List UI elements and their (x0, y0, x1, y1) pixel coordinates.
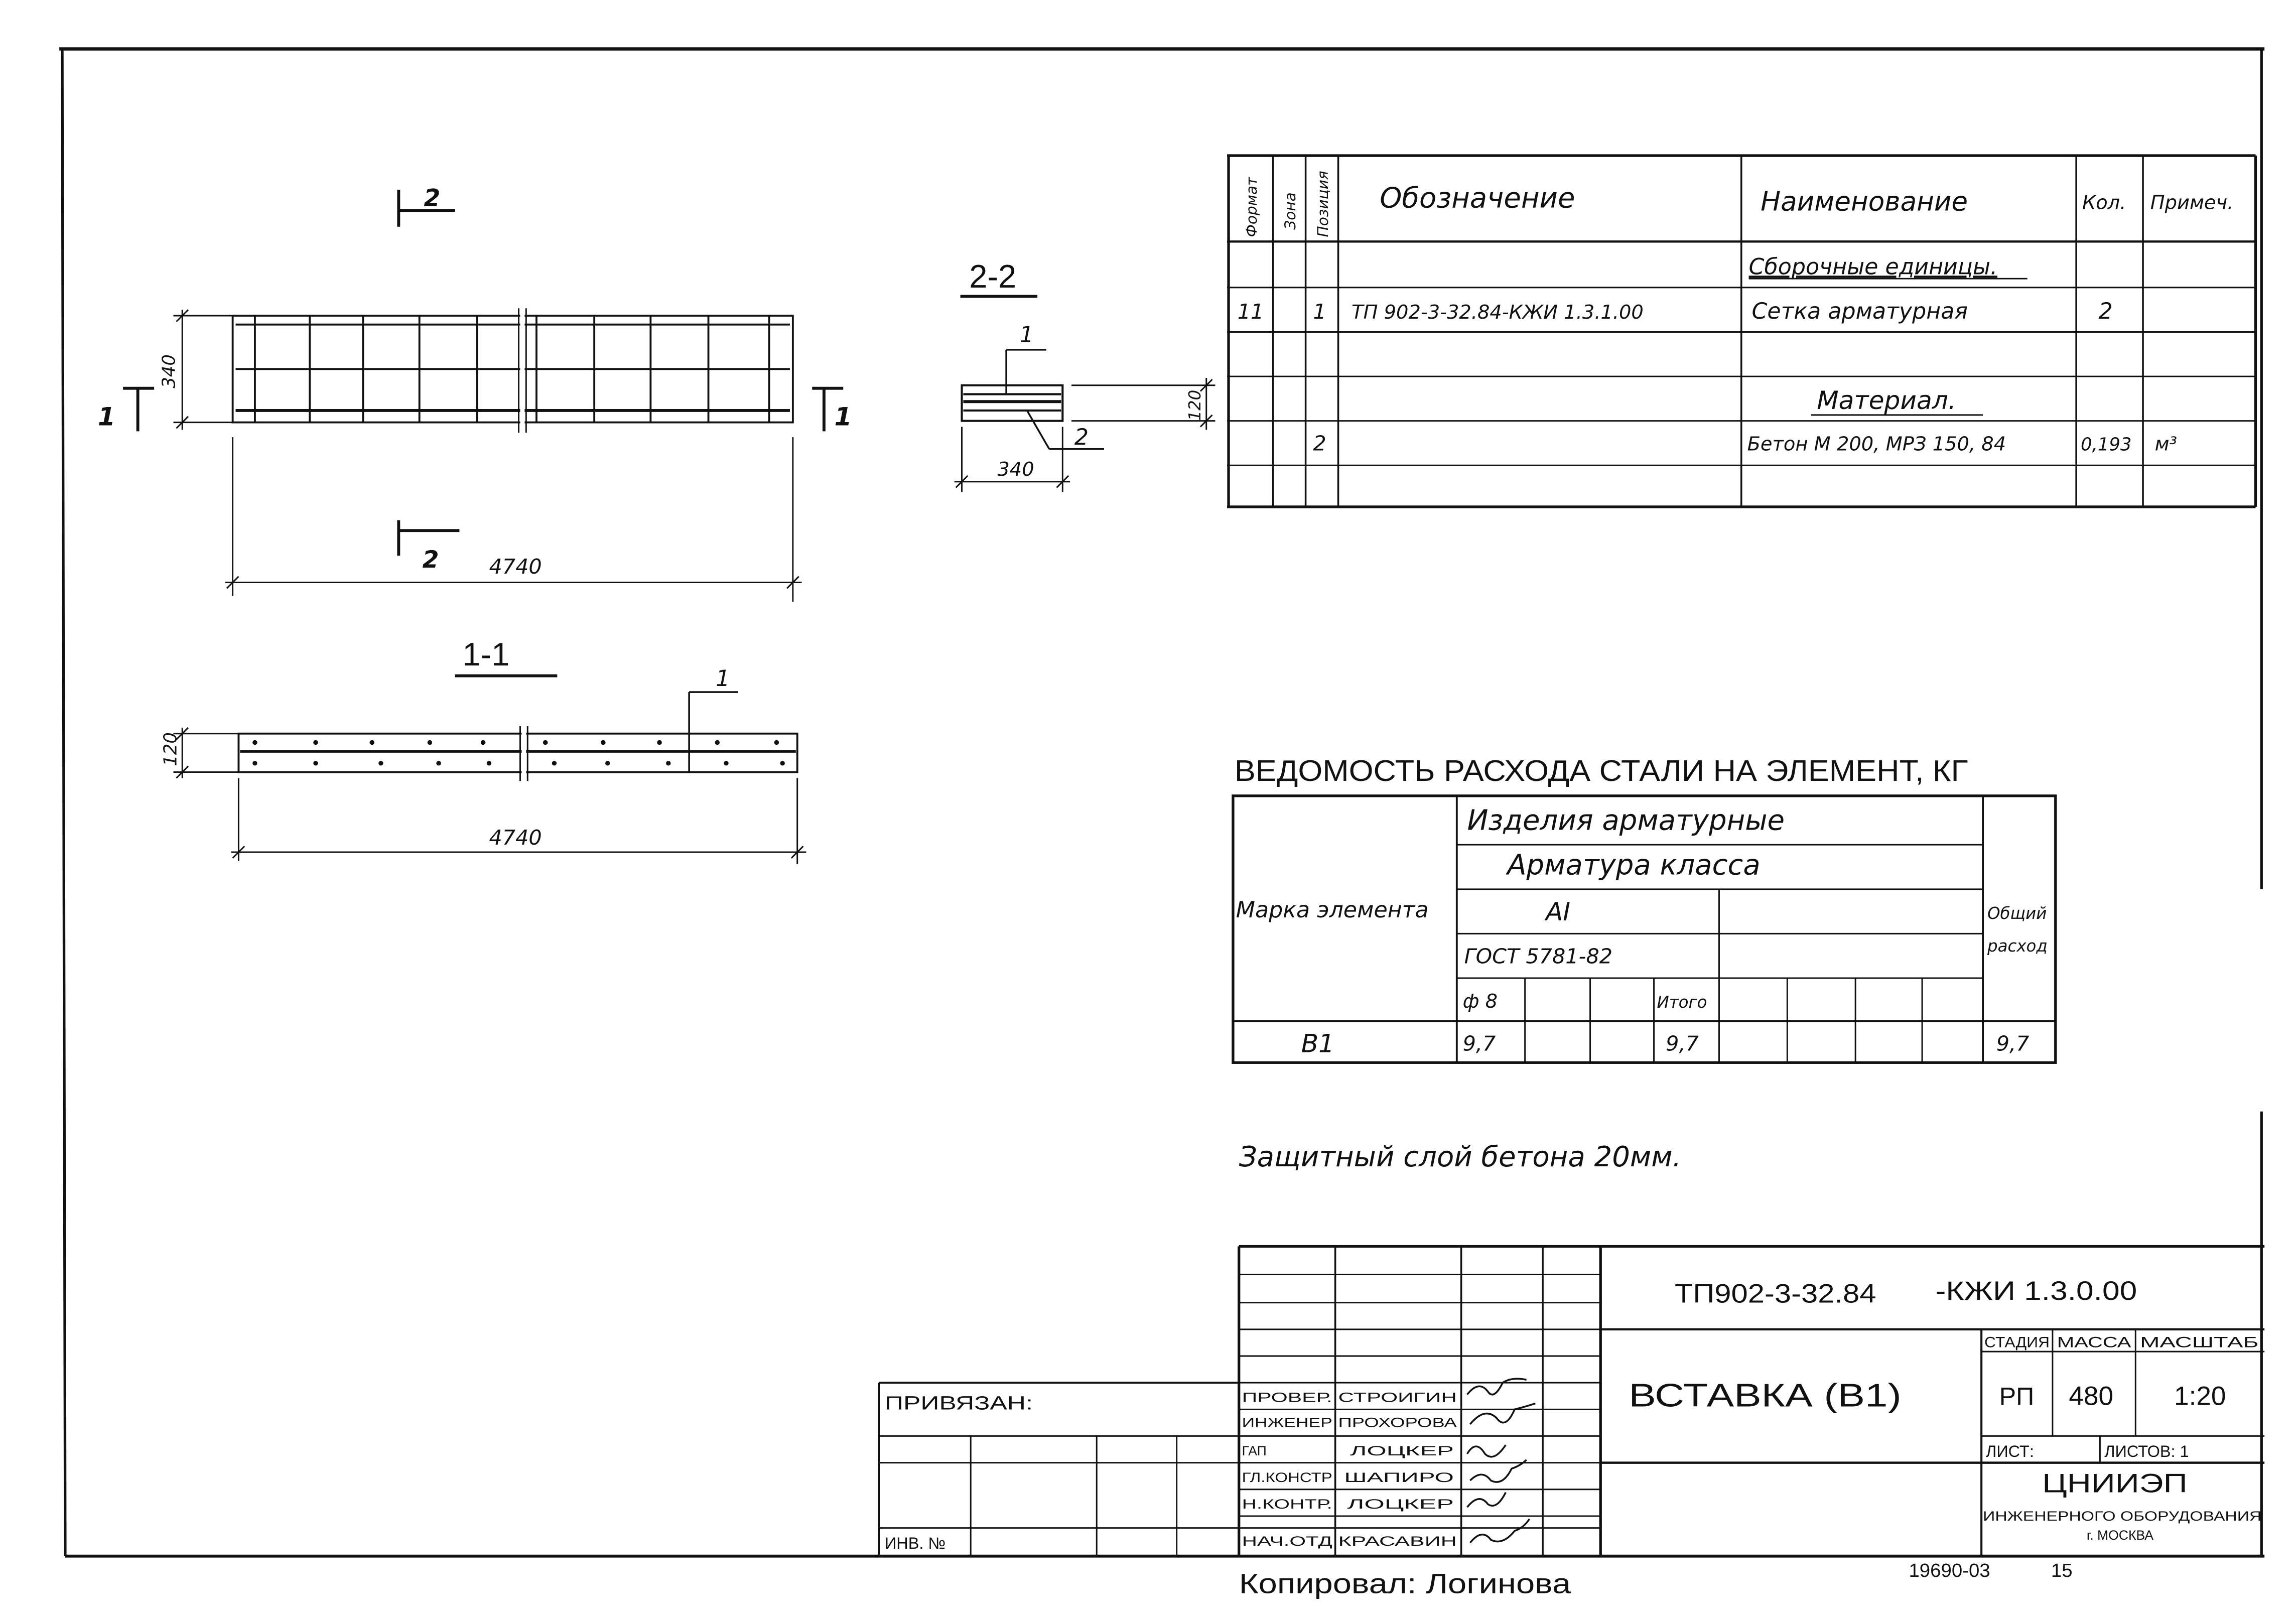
signatures (1466, 1378, 1536, 1544)
spec-row1-name: Сетка арматурная (1751, 299, 1968, 324)
sheet-label: ЛИСТ: (1986, 1442, 2034, 1460)
spec-header-qty: Кол. (2082, 191, 2126, 214)
spec-header-note: Примеч. (2150, 191, 2234, 214)
plan-length-dimension: 4740 (489, 555, 542, 579)
steel-consumption: ВЕДОМОСТЬ РАСХОДА СТАЛИ НА ЭЛЕМЕНТ, КГ М… (1232, 754, 2057, 1064)
section-1-1-length: 4740 (489, 826, 542, 850)
privyazan-label: ПРИВЯЗАН: (885, 1392, 1033, 1414)
spec-row1-designation: ТП 902-3-32.84-КЖИ 1.3.1.00 (1352, 301, 1644, 324)
inv-label: ИНВ. № (885, 1534, 946, 1552)
person-5: ЛОЦКЕР (1347, 1497, 1454, 1512)
mass-value: 480 (2069, 1381, 2113, 1411)
role-gap: ГАП (1242, 1443, 1267, 1458)
steel-sub-phi: ф 8 (1463, 990, 1498, 1013)
spec-row1-format: 11 (1238, 300, 1264, 324)
spec-row2-qty: 0,193 (2081, 435, 2131, 455)
steel-header-gost: ГОСТ 5781-82 (1464, 944, 1612, 968)
archive-number: 19690-03 (1909, 1560, 1990, 1581)
spec-header-zone: Зона (1282, 192, 1299, 229)
section-mark-top: 2 (424, 184, 441, 212)
steel-row-phi: 9,7 (1463, 1032, 1496, 1056)
role-chief-designer: ГЛ.КОНСТР (1242, 1470, 1332, 1485)
spec-header-format: Формат (1243, 177, 1260, 237)
stage-value: РП (1999, 1382, 2035, 1410)
drawing-title: ВСТАВКА (В1) (1629, 1377, 1901, 1413)
steel-header-ai: АI (1544, 897, 1570, 926)
person-2: ПРОХОРОВА (1338, 1415, 1457, 1430)
spec-section-assembly: Сборочные единицы. (1749, 254, 1997, 280)
spec-header-position: Позиция (1314, 171, 1331, 237)
section-1-1-height: 120 (160, 732, 181, 766)
role-checker: ПРОВЕР. (1242, 1390, 1332, 1405)
spec-row1-qty: 2 (2098, 299, 2112, 324)
scale-label: МАСШТАБ (2140, 1334, 2258, 1351)
section-2-2-leader-1: 1 (1020, 322, 1034, 348)
role-engineer: ИНЖЕНЕР (1242, 1415, 1332, 1430)
steel-sub-total: Итого (1657, 993, 1707, 1012)
steel-row-total: 9,7 (1666, 1032, 1699, 1056)
section-2-2-height: 120 (1185, 390, 1204, 421)
steel-row-mark: В1 (1301, 1029, 1334, 1058)
section-mark-left: 1 (98, 402, 115, 432)
org-subtitle: ИНЖЕНЕРНОГО ОБОРУДОВАНИЯ (1983, 1509, 2261, 1524)
steel-table-title: ВЕДОМОСТЬ РАСХОДА СТАЛИ НА ЭЛЕМЕНТ, КГ (1235, 754, 1968, 787)
section-2-2: 2-2 1 2 120 (954, 258, 1215, 492)
spec-header-name: Наименование (1761, 186, 1968, 217)
person-3: ЛОЦКЕР (1350, 1443, 1454, 1458)
title-block: ТП902-3-32.84 -КЖИ 1.3.0.00 ВСТАВКА (В1)… (878, 1245, 2265, 1556)
concrete-cover-note: Защитный слой бетона 20мм. (1239, 1141, 1682, 1173)
section-1-1-leader: 1 (716, 666, 730, 692)
sheets-label: ЛИСТОВ: 1 (2104, 1442, 2189, 1460)
page-number: 15 (2051, 1560, 2073, 1581)
copied-by: Копировал: Логинова (1239, 1567, 1571, 1599)
section-2-2-width: 340 (997, 458, 1034, 481)
drawing-code-suffix: -КЖИ 1.3.0.00 (1936, 1276, 2137, 1306)
org-city: г. МОСКВА (2087, 1528, 2153, 1543)
section-2-2-leader-2: 2 (1074, 425, 1089, 450)
person-4: ШАПИРО (1344, 1470, 1454, 1485)
spec-row2-position: 2 (1313, 432, 1326, 456)
steel-header-class: Арматура класса (1506, 849, 1761, 881)
stage-label: СТАДИЯ (1984, 1334, 2050, 1351)
person-1: СТРОИГИН (1338, 1390, 1457, 1405)
spec-header-designation: Обозначение (1380, 182, 1575, 214)
spec-section-material: Материал. (1817, 385, 1956, 415)
plan-height-dimension: 340 (159, 354, 179, 388)
mass-label: МАССА (2057, 1334, 2131, 1351)
section-mark-right: 1 (835, 402, 852, 432)
plan-view: 340 4740 2 2 1 1 (98, 184, 852, 602)
section-2-2-title: 2-2 (969, 258, 1016, 295)
steel-col-mark: Марка элемента (1236, 897, 1429, 923)
drawing-code: ТП902-3-32.84 (1675, 1279, 1876, 1309)
section-mark-bottom: 2 (423, 546, 439, 574)
org-name: ЦНИИЭП (2042, 1469, 2187, 1499)
specification-table: Формат Зона Позиция Обозначение Наименов… (1227, 154, 2257, 508)
section-1-1: 1-1 1 (160, 636, 806, 864)
steel-header-products: Изделия арматурные (1467, 804, 1785, 837)
spec-row1-position: 1 (1313, 300, 1326, 324)
role-dept-head: НАЧ.ОТД (1242, 1534, 1332, 1549)
scale-value: 1:20 (2174, 1381, 2226, 1411)
steel-header-total-2: расход (1987, 936, 2048, 956)
person-6: КРАСАВИН (1338, 1534, 1457, 1549)
steel-header-total: Общий (1987, 904, 2047, 923)
sheet-frame (59, 47, 2265, 1558)
spec-row2-note: м³ (2155, 433, 2177, 456)
section-1-1-title: 1-1 (462, 636, 509, 672)
role-norm-control: Н.КОНТР. (1242, 1497, 1332, 1512)
steel-row-overall: 9,7 (1996, 1032, 2030, 1056)
spec-row2-name: Бетон М 200, МРЗ 150, 84 (1747, 433, 2006, 456)
